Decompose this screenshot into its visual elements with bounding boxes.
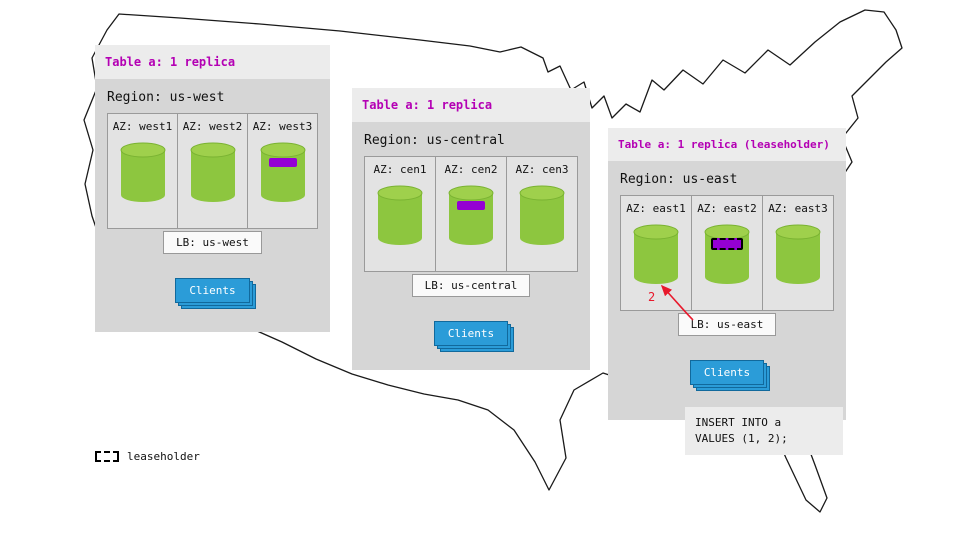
region-panel-us-east: Table a: 1 replica (leaseholder) Region:… <box>608 128 846 420</box>
az-label-cen1: AZ: cen1 <box>373 163 427 176</box>
load-balancer-us-central: LB: us-central <box>411 274 531 297</box>
az-label-east2: AZ: east2 <box>697 202 757 215</box>
clients-button-us-central: Clients <box>433 321 515 352</box>
az-cell-east3: AZ: east3 <box>762 195 834 311</box>
load-balancer-us-west: LB: us-west <box>163 231 262 254</box>
az-cell-cen3: AZ: cen3 <box>506 156 578 272</box>
load-balancer-us-east: LB: us-east <box>677 313 777 336</box>
database-cylinder-icon <box>633 224 679 284</box>
insert-routing-arrow: 2 <box>648 284 694 321</box>
clients-row-us-east: Clients <box>608 360 846 391</box>
arrow-value-label: 2 <box>648 290 655 304</box>
sql-line-2: VALUES (1, 2); <box>695 431 788 445</box>
az-cell-west2: AZ: west2 <box>177 113 248 229</box>
database-west2 <box>190 142 236 204</box>
database-cylinder-icon <box>775 224 821 284</box>
az-cell-west3: AZ: west3 <box>247 113 318 229</box>
database-cen2 <box>448 185 494 247</box>
sql-line-1: INSERT INTO a <box>695 416 782 429</box>
clients-button-us-west: Clients <box>175 278 257 309</box>
az-label-west1: AZ: west1 <box>112 120 173 133</box>
az-row-us-east: AZ: east1 AZ: east2 AZ: east3 <box>620 195 834 311</box>
clients-row-us-central: Clients <box>352 321 590 352</box>
database-cen3 <box>519 185 565 247</box>
region-panel-us-central: Table a: 1 replica Region: us-central AZ… <box>352 88 590 370</box>
database-east3 <box>775 224 821 286</box>
az-label-west2: AZ: west2 <box>182 120 243 133</box>
database-cylinder-icon <box>448 185 494 245</box>
database-cylinder-icon <box>190 142 235 202</box>
database-east1 <box>633 224 679 286</box>
leaseholder-swatch-icon <box>95 451 119 462</box>
panel-title-us-central: Table a: 1 replica <box>352 88 590 122</box>
lb-row-us-east: LB: us-east <box>608 313 846 336</box>
database-cylinder-icon <box>260 142 305 202</box>
az-label-east3: AZ: east3 <box>768 202 828 215</box>
database-west3 <box>260 142 306 204</box>
database-cylinder-icon <box>377 185 423 245</box>
az-label-east1: AZ: east1 <box>626 202 686 215</box>
database-cylinder-icon <box>519 185 565 245</box>
legend-label: leaseholder <box>127 450 200 463</box>
sql-statement-box: INSERT INTO a VALUES (1, 2); <box>685 407 843 455</box>
database-west1 <box>120 142 166 204</box>
az-row-us-west: AZ: west1 AZ: west2 AZ: west3 <box>107 113 318 229</box>
region-label-us-east: Region: us-east <box>620 172 738 187</box>
clients-button-us-east: Clients <box>689 360 771 391</box>
az-cell-east2: AZ: east2 <box>691 195 763 311</box>
az-label-cen2: AZ: cen2 <box>444 163 498 176</box>
database-cen1 <box>377 185 423 247</box>
az-cell-cen1: AZ: cen1 <box>364 156 436 272</box>
panel-title-us-west: Table a: 1 replica <box>95 45 330 79</box>
az-cell-cen2: AZ: cen2 <box>435 156 507 272</box>
replica-marker <box>268 158 297 167</box>
region-label-us-central: Region: us-central <box>364 133 505 148</box>
az-cell-east1: AZ: east1 <box>620 195 692 311</box>
az-row-us-central: AZ: cen1 AZ: cen2 AZ: cen3 <box>364 156 578 272</box>
az-label-cen3: AZ: cen3 <box>515 163 569 176</box>
panel-title-us-east: Table a: 1 replica (leaseholder) <box>608 128 846 161</box>
lb-row-us-west: LB: us-west <box>95 231 330 254</box>
region-panel-us-west: Table a: 1 replica Region: us-west AZ: w… <box>95 45 330 332</box>
clients-row-us-west: Clients <box>95 278 330 309</box>
database-cylinder-icon <box>120 142 165 202</box>
database-east2 <box>704 224 750 286</box>
replica-marker <box>457 201 485 210</box>
leaseholder-replica-marker <box>711 238 743 250</box>
lb-row-us-central: LB: us-central <box>352 274 590 297</box>
legend: leaseholder <box>95 450 200 463</box>
az-cell-west1: AZ: west1 <box>107 113 178 229</box>
az-label-west3: AZ: west3 <box>252 120 313 133</box>
region-label-us-west: Region: us-west <box>107 90 225 105</box>
